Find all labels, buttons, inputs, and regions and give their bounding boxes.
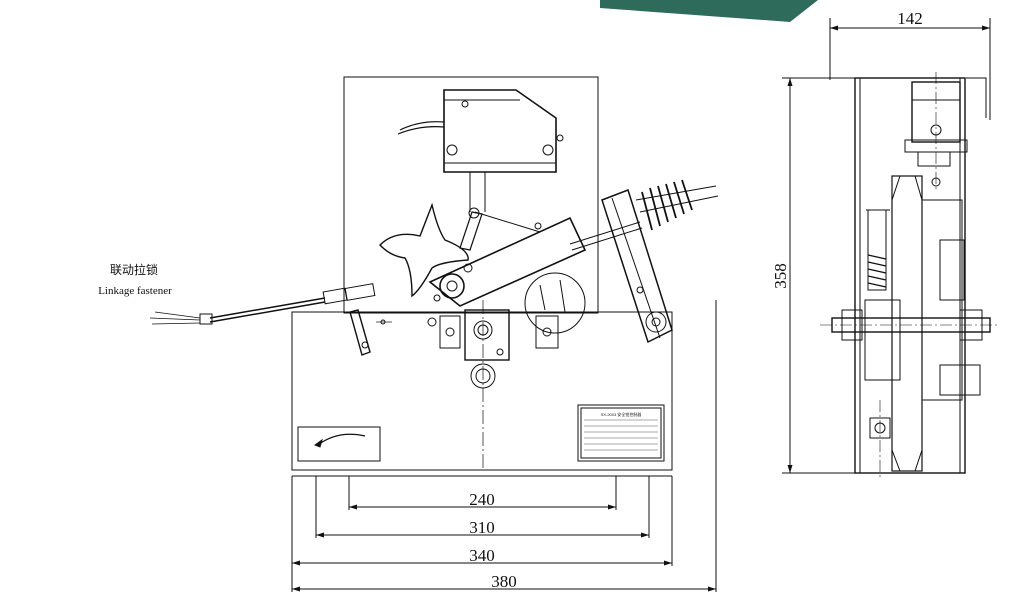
linkage-label-cn: 联动拉锁 [110, 262, 158, 277]
front-dimensions [291, 300, 717, 592]
side-centrelines [820, 72, 1000, 480]
dimension-142: 142 [897, 9, 923, 28]
cabinet-corner [600, 0, 818, 22]
linkage-label-en: Linkage fastener [98, 285, 172, 297]
side-dimension-arrows [787, 25, 990, 473]
dimension-380: 380 [491, 572, 517, 591]
star-lever [379, 202, 469, 298]
side-dimensions [782, 18, 991, 474]
flyweight-wheel [524, 272, 586, 334]
lower-box [291, 311, 673, 471]
linkage-cable [209, 297, 326, 319]
dimension-340: 340 [469, 546, 495, 565]
side-view [831, 77, 991, 474]
upper-back-plate [343, 76, 599, 314]
linkage-arm [428, 216, 587, 307]
dimension-240: 240 [469, 490, 495, 509]
dimension-310: 310 [469, 518, 495, 537]
direction-plate [297, 426, 381, 462]
spring-assembly [601, 179, 719, 344]
center-block [464, 309, 510, 361]
nameplate-title: SX-2003 安全钳控制器 [601, 411, 642, 417]
switch-box [443, 89, 564, 212]
front-dimension-arrows [292, 504, 716, 592]
dimension-358: 358 [771, 263, 790, 289]
nameplate [577, 404, 665, 462]
